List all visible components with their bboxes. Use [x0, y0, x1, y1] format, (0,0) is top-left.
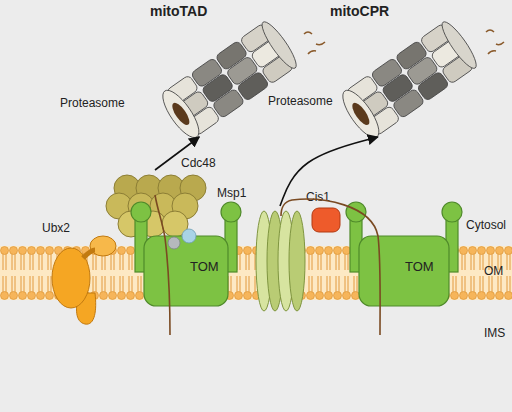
- node-label: Cdc48: [181, 156, 216, 170]
- tom-body: [131, 202, 241, 306]
- node-label: Msp1: [217, 186, 246, 200]
- ubx2-linker: [83, 250, 95, 258]
- node-label: Cis1: [306, 190, 330, 204]
- node-label: Proteasome: [268, 94, 333, 108]
- tom-complex: TOM: [345, 200, 463, 310]
- proteasome-body: [157, 18, 301, 142]
- peptide-fragment: [304, 32, 312, 34]
- protein-chain: [155, 195, 170, 335]
- node-shape: [255, 206, 305, 316]
- proteasome-cap: [257, 18, 301, 72]
- proteasome-body: [337, 18, 481, 142]
- proteasome-pore: [349, 100, 372, 127]
- tom-complex: TOM: [130, 200, 242, 310]
- peptide-fragment: [316, 42, 325, 45]
- peptide-fragment: [496, 42, 504, 45]
- cofactor-sphere: [168, 237, 180, 249]
- connector-layer: [155, 137, 378, 206]
- compartment-label: OM: [484, 264, 503, 278]
- node-label: Proteasome: [60, 96, 125, 110]
- cofactor-sphere: [182, 229, 196, 243]
- tom-receptor: [346, 202, 366, 222]
- cdc48-hexamer: Cdc48: [105, 170, 205, 242]
- cis1-protein: Cis1: [312, 208, 340, 232]
- cdc48-body: [106, 175, 206, 237]
- tom-barrel: [359, 236, 449, 306]
- tom-receptor: [221, 202, 241, 222]
- tom-barrel: [144, 236, 228, 306]
- node-shape: [345, 200, 463, 310]
- peptide-fragment: [308, 51, 316, 54]
- compartment-label: Cytosol: [466, 218, 506, 232]
- section-title: mitoCPR: [330, 4, 389, 18]
- proteasome-subunit: [392, 88, 425, 118]
- node-label: TOM: [405, 260, 434, 274]
- cis1-body: [312, 208, 340, 232]
- node-shape: [340, 22, 480, 137]
- node-shape: [45, 238, 125, 328]
- node-label: Ubx2: [42, 221, 70, 235]
- ubx2-protein: Ubx2: [45, 238, 125, 328]
- proteasome-cap: [157, 85, 206, 142]
- tom-receptor: [131, 202, 151, 222]
- proteasome-cap: [337, 85, 386, 142]
- proteasome-subunit: [212, 88, 245, 118]
- tom-body: [346, 202, 462, 306]
- tom-receptor: [442, 202, 462, 222]
- proteasome-pore: [169, 100, 192, 127]
- msp1-hexamer: Msp1: [255, 206, 305, 316]
- ubx-domain: [90, 236, 116, 256]
- node-label: TOM: [190, 260, 219, 274]
- proteasome-subunit: [416, 71, 449, 101]
- node-shape: [160, 22, 300, 137]
- node-shape: [105, 170, 205, 242]
- node-shape: [312, 208, 340, 232]
- compartment-label: IMS: [484, 326, 505, 340]
- msp1-subunit: [289, 211, 305, 311]
- peptide-fragment: [486, 30, 494, 32]
- msp1-body: [256, 211, 305, 311]
- section-title: mitoTAD: [150, 4, 207, 18]
- cdc48-subunit: [162, 211, 188, 237]
- proteasome-cap: [437, 18, 481, 72]
- proteasome-subunit: [236, 71, 269, 101]
- proteasome: Proteasome: [160, 22, 300, 137]
- protein-chain: [281, 199, 380, 335]
- peptide-fragment: [488, 51, 496, 54]
- reaction-arrow: [280, 137, 378, 206]
- node-shape: [130, 200, 242, 310]
- ubx2-body: [52, 236, 116, 324]
- proteasome: Proteasome: [340, 22, 480, 137]
- reaction-arrow: [155, 137, 199, 170]
